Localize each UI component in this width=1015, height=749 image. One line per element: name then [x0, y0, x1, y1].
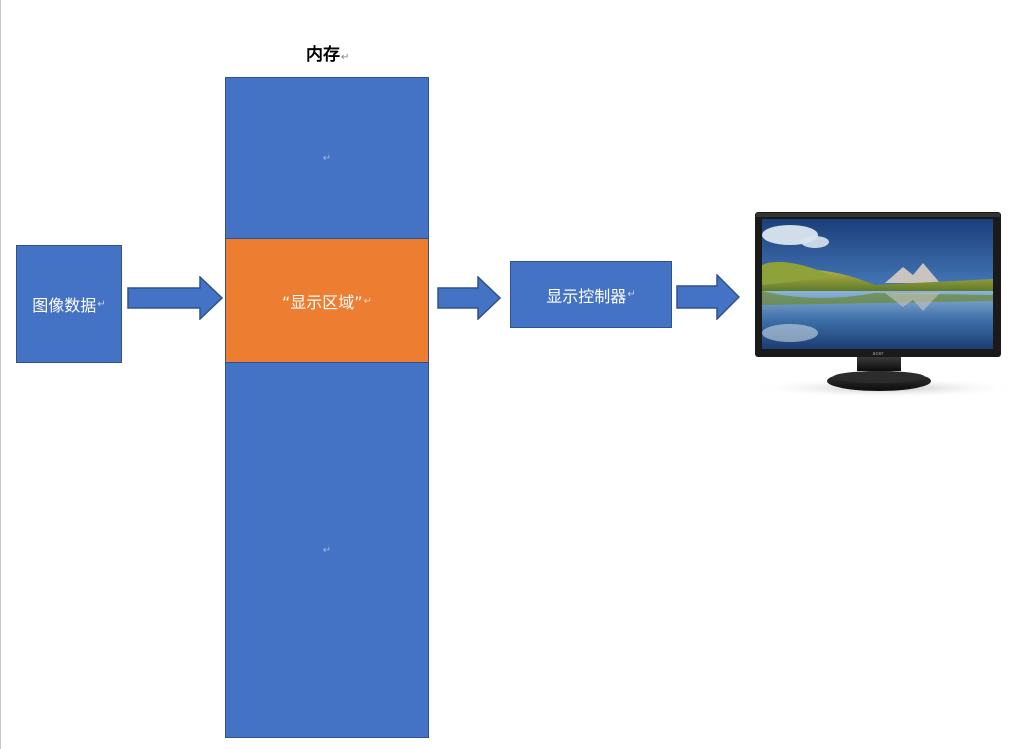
paragraph-mark: ↵: [97, 298, 106, 310]
monitor-icon: acer: [750, 212, 1015, 398]
display-region-label: “显示区域”: [282, 293, 363, 312]
memory-block-bottom: ↵: [225, 362, 429, 738]
paragraph-mark: ↵: [322, 153, 332, 164]
arrow-right-icon: [127, 276, 223, 320]
paragraph-mark: ↵: [627, 289, 636, 300]
page-left-edge: [0, 0, 1, 749]
memory-title: 内存↵: [306, 40, 349, 65]
paragraph-mark: ↵: [322, 544, 332, 556]
image-data-label: 图像数据: [32, 296, 97, 315]
svg-text:acer: acer: [873, 351, 885, 357]
arrow-right-icon: [437, 276, 501, 320]
display-controller-label: 显示控制器: [546, 286, 627, 306]
memory-block-top: ↵: [225, 77, 429, 240]
image-data-box: 图像数据↵: [16, 245, 122, 363]
memory-title-text: 内存: [306, 45, 340, 65]
display-controller-box: 显示控制器↵: [510, 261, 672, 328]
paragraph-mark: ↵: [363, 295, 372, 307]
display-region-block: “显示区域”↵: [225, 238, 429, 364]
paragraph-mark: ↵: [341, 52, 350, 63]
arrow-right-icon: [676, 274, 740, 320]
